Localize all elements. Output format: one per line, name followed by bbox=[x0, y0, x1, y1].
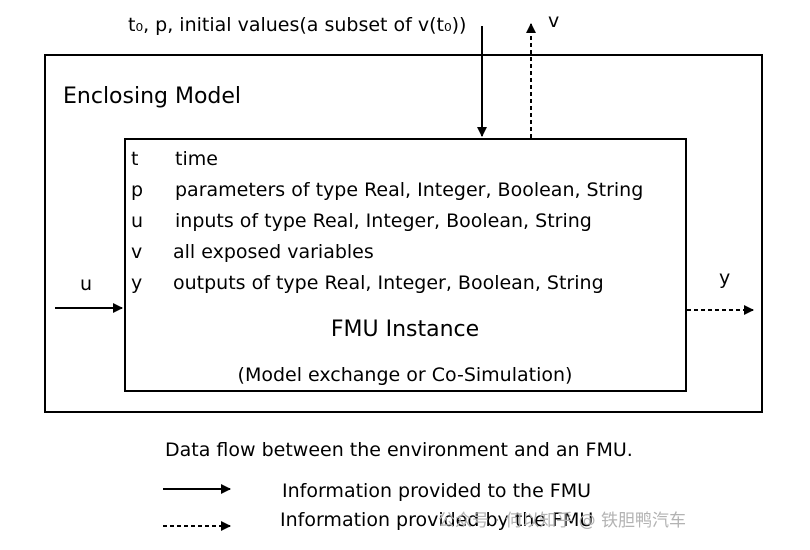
var-description-u: inputs of type Real, Integer, Boolean, S… bbox=[175, 210, 592, 232]
enclosing-model-title: Enclosing Model bbox=[63, 84, 242, 109]
var-symbol-t: t bbox=[131, 148, 139, 170]
top-input-label: t₀, p, initial values(a subset of v(t₀)) bbox=[128, 14, 467, 36]
top-output-label: v bbox=[548, 10, 560, 32]
var-description-y: outputs of type Real, Integer, Boolean, … bbox=[173, 272, 604, 294]
fmu-instance-box bbox=[124, 138, 687, 392]
u-input-label: u bbox=[80, 273, 93, 295]
var-symbol-v: v bbox=[131, 241, 143, 263]
var-description-p: parameters of type Real, Integer, Boolea… bbox=[175, 179, 644, 201]
enclosing-model-box bbox=[44, 54, 763, 413]
var-symbol-p: p bbox=[131, 179, 144, 201]
fmu-instance-title: FMU Instance bbox=[330, 317, 480, 342]
var-description-v: all exposed variables bbox=[173, 241, 374, 263]
figure-caption: Data flow between the environment and an… bbox=[165, 439, 633, 461]
var-description-t: time bbox=[175, 148, 218, 170]
legend-solid-text: Information provided to the FMU bbox=[282, 480, 592, 502]
watermark: 公众号 · 何以知乎 @ 铁胆鸭汽车 bbox=[438, 511, 687, 531]
fmu-instance-subtitle: (Model exchange or Co-Simulation) bbox=[237, 364, 573, 386]
var-symbol-y: y bbox=[131, 272, 143, 294]
y-output-label: y bbox=[719, 267, 731, 289]
legend-dashed-text: Information provided by the FMU bbox=[280, 509, 594, 531]
var-symbol-u: u bbox=[131, 210, 144, 232]
